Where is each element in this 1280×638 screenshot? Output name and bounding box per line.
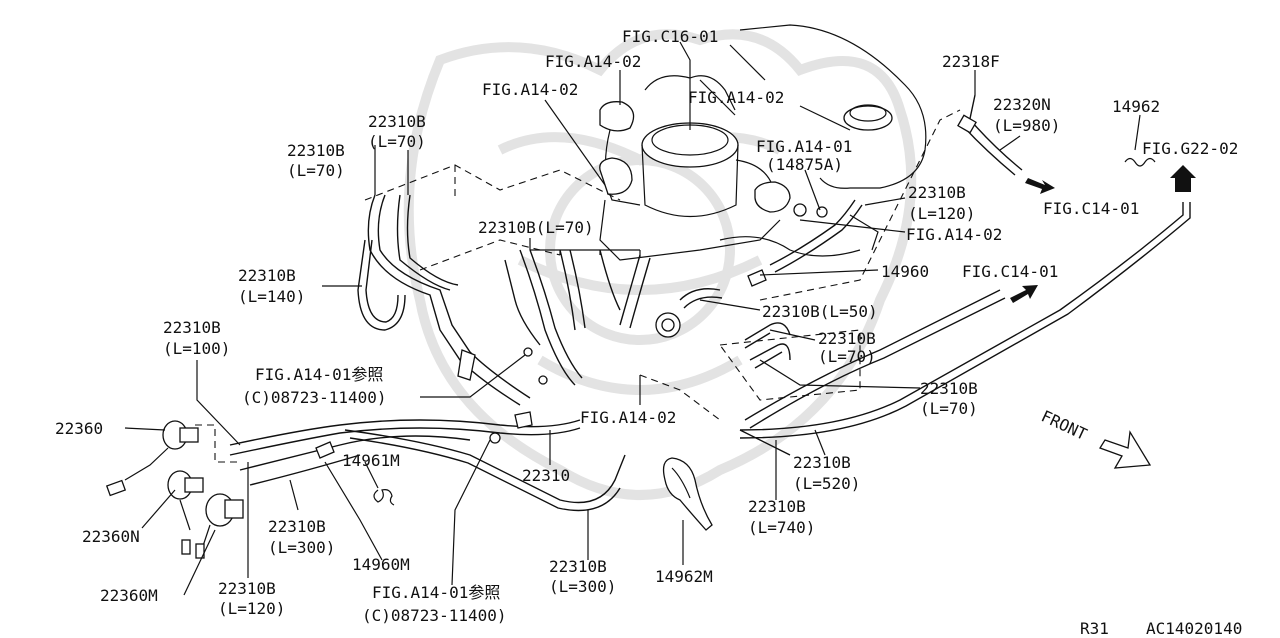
label-22310b-l70: 22310B(L=70) — [478, 218, 594, 237]
label-22360m: 22360M — [100, 586, 158, 605]
label-r31: R31 — [1080, 619, 1109, 638]
label-14961m: 14961M — [342, 451, 400, 470]
label-fig-a14-01: FIG.A14-01 — [756, 137, 852, 156]
label-l980: (L=980) — [993, 116, 1060, 135]
label-l520: (L=520) — [793, 474, 860, 493]
label-fig-a14-02: FIG.A14-02 — [580, 408, 676, 427]
label-14960m: 14960M — [352, 555, 410, 574]
label-22310b-l120: 22310B — [218, 579, 276, 598]
engine-assembly — [599, 24, 927, 261]
hose-lines — [229, 94, 1191, 512]
label-08723-11400: (C)08723-11400) — [362, 606, 507, 625]
leader-lines — [124, 41, 1141, 596]
label-22310b-l140: 22310B — [238, 266, 296, 285]
arrow-right-icon — [1025, 178, 1055, 194]
label-22310b-l740: 22310B — [748, 497, 806, 516]
label-fig-a14-01-ref: FIG.A14-01参照 — [255, 365, 383, 384]
label-22320n: 22320N — [993, 95, 1051, 114]
label-diagram-code: AC14020140 — [1146, 619, 1242, 638]
front-arrow-icon — [1099, 430, 1152, 469]
arrows — [1010, 165, 1196, 469]
label-22318f: 22318F — [942, 52, 1000, 71]
connector-icon — [489, 432, 501, 444]
label-22310b-l70: 22310B — [920, 379, 978, 398]
label-fig-c16-01: FIG.C16-01 — [622, 27, 718, 46]
label-22310b-l70: 22310B — [818, 329, 876, 348]
label-14960: 14960 — [881, 262, 929, 281]
label-l70: (L=70) — [920, 399, 978, 418]
components — [105, 157, 1156, 559]
label-l70: (L=70) — [368, 132, 426, 151]
label-fig-a14-02: FIG.A14-02 — [545, 52, 641, 71]
label-14962: 14962 — [1112, 97, 1160, 116]
filler-cap-icon — [843, 105, 893, 131]
label-fig-a14-01-ref: FIG.A14-01参照 — [372, 583, 500, 602]
label-22310b-l70: 22310B — [287, 141, 345, 160]
label-fig-g22-02: FIG.G22-02 — [1142, 139, 1238, 158]
label-front: FRONT — [1038, 406, 1090, 444]
label-fig-c14-01: FIG.C14-01 — [962, 262, 1058, 281]
label-14875a: (14875A) — [766, 155, 843, 174]
arrow-right-icon — [1010, 285, 1038, 303]
part-14962-icon — [1124, 157, 1156, 167]
label-l300: (L=300) — [268, 538, 335, 557]
label-08723-11400: (C)08723-11400) — [242, 388, 387, 407]
label-14962m: 14962M — [655, 567, 713, 586]
valve-22360-icon — [105, 420, 199, 497]
label-fig-a14-02: FIG.A14-02 — [688, 88, 784, 107]
label-22310b-l120-top: 22310B — [908, 183, 966, 202]
label-22310b-l50: 22310B(L=50) — [762, 302, 878, 321]
label-l120: (L=120) — [218, 599, 285, 618]
valve-22360m-icon — [181, 493, 244, 559]
band-14962m-icon — [662, 457, 713, 531]
valve-22360n-icon — [167, 470, 204, 531]
label-l100: (L=100) — [163, 339, 230, 358]
label-22310b-l300: 22310B — [268, 517, 326, 536]
label-l70: (L=70) — [287, 161, 345, 180]
label-22360: 22360 — [55, 419, 103, 438]
label-l120-top: (L=120) — [908, 204, 975, 223]
label-l140: (L=140) — [238, 287, 305, 306]
label-22310b-l100: 22310B — [163, 318, 221, 337]
label-22310b-l520: 22310B — [793, 453, 851, 472]
label-l300: (L=300) — [549, 577, 616, 596]
label-fig-c14-01: FIG.C14-01 — [1043, 199, 1139, 218]
label-22360n: 22360N — [82, 527, 140, 546]
label-l70: (L=70) — [818, 347, 876, 366]
label-fig-a14-02: FIG.A14-02 — [482, 80, 578, 99]
arrow-up-icon — [1170, 165, 1196, 192]
callout-labels: FIG.C16-01 FIG.A14-02 FIG.A14-02 FIG.A14… — [55, 27, 1242, 638]
label-22310b-l70: 22310B — [368, 112, 426, 131]
label-22310b-l300: 22310B — [549, 557, 607, 576]
label-22310: 22310 — [522, 466, 570, 485]
label-l740: (L=740) — [748, 518, 815, 537]
clip-14961m-icon — [373, 489, 395, 506]
label-fig-a14-02: FIG.A14-02 — [906, 225, 1002, 244]
